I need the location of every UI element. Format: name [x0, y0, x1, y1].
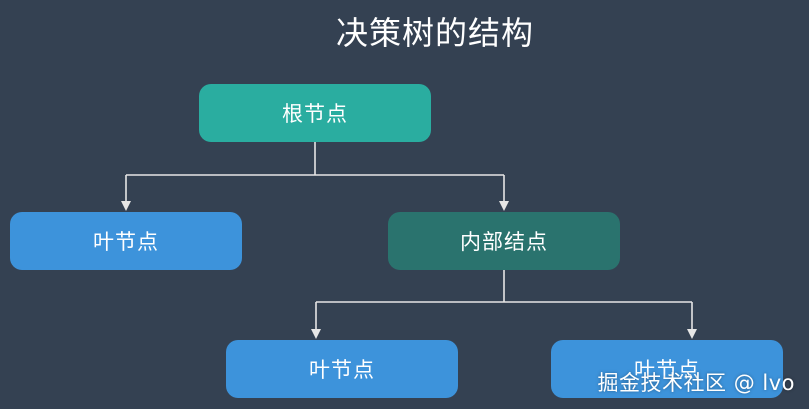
- internal-node: 内部结点: [388, 212, 620, 270]
- leaf-node-bottom-right: 叶节点: [551, 340, 783, 398]
- leaf-node-left: 叶节点: [10, 212, 242, 270]
- watermark: 掘金技术社区 @ lvo: [597, 371, 795, 395]
- leaf-node-bottom-left: 叶节点: [226, 340, 458, 398]
- internal-node-label: 内部结点: [460, 230, 548, 254]
- leaf-node-left-label: 叶节点: [93, 230, 159, 254]
- root-node-label: 根节点: [282, 102, 348, 126]
- root-node: 根节点: [199, 84, 431, 142]
- leaf-node-bottom-right-label: 叶节点: [634, 358, 700, 382]
- diagram-title: 决策树的结构: [335, 14, 534, 52]
- leaf-node-bottom-left-label: 叶节点: [309, 358, 375, 382]
